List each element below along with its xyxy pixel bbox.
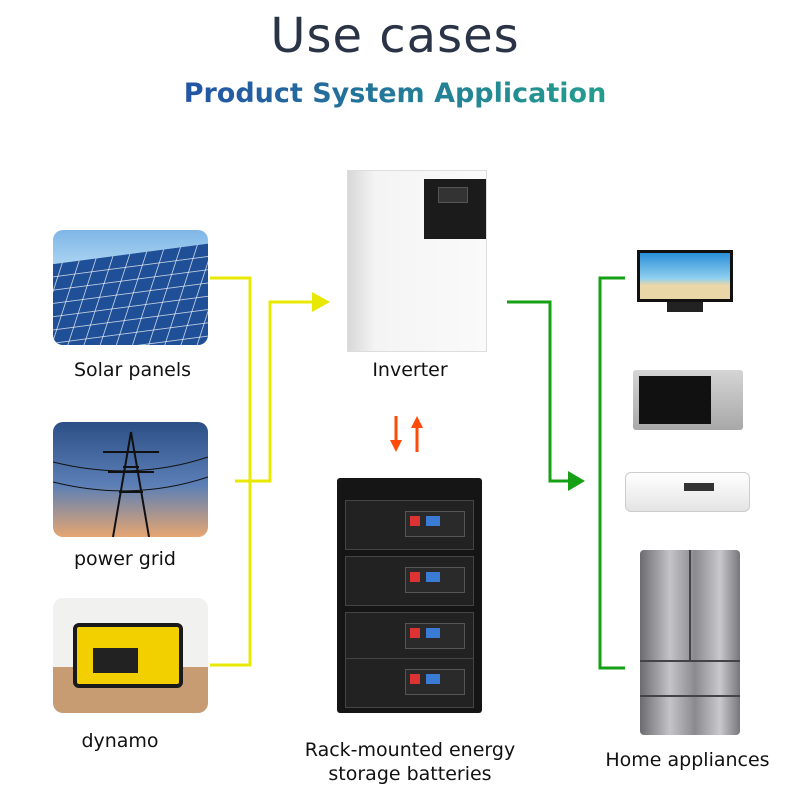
input-lines [210, 276, 312, 667]
page-title: Use cases [270, 8, 520, 64]
arrow-to-inverter [312, 292, 330, 312]
inverter-image [347, 170, 487, 352]
microwave-image [633, 370, 743, 430]
dynamo-label: dynamo [81, 730, 159, 752]
output-lines [507, 276, 625, 670]
solar-panels-label: Solar panels [73, 359, 192, 381]
refrigerator-image [640, 550, 740, 735]
inverter-label: Inverter [372, 359, 448, 381]
generator-image [53, 598, 208, 713]
page-subtitle: Product System Application [0, 78, 790, 109]
power-grid-label: power grid [74, 548, 176, 570]
battery-exchange-arrows [390, 416, 423, 452]
air-conditioner-image [625, 472, 750, 512]
power-grid-image [53, 422, 208, 537]
battery-rack-image [337, 478, 482, 713]
arrow-to-appliances [568, 471, 585, 491]
tv-image [637, 250, 733, 312]
home-appliances-label: Home appliances [605, 749, 770, 771]
battery-label-line2: storage batteries [328, 763, 492, 785]
solar-panels-image [53, 230, 208, 345]
battery-label-line1: Rack-mounted energy [304, 739, 516, 761]
